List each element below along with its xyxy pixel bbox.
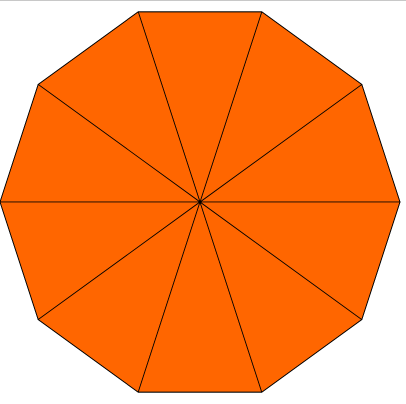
decagon-segments <box>0 11 401 393</box>
decagon-outline <box>0 11 401 393</box>
top-border-line <box>0 0 406 1</box>
